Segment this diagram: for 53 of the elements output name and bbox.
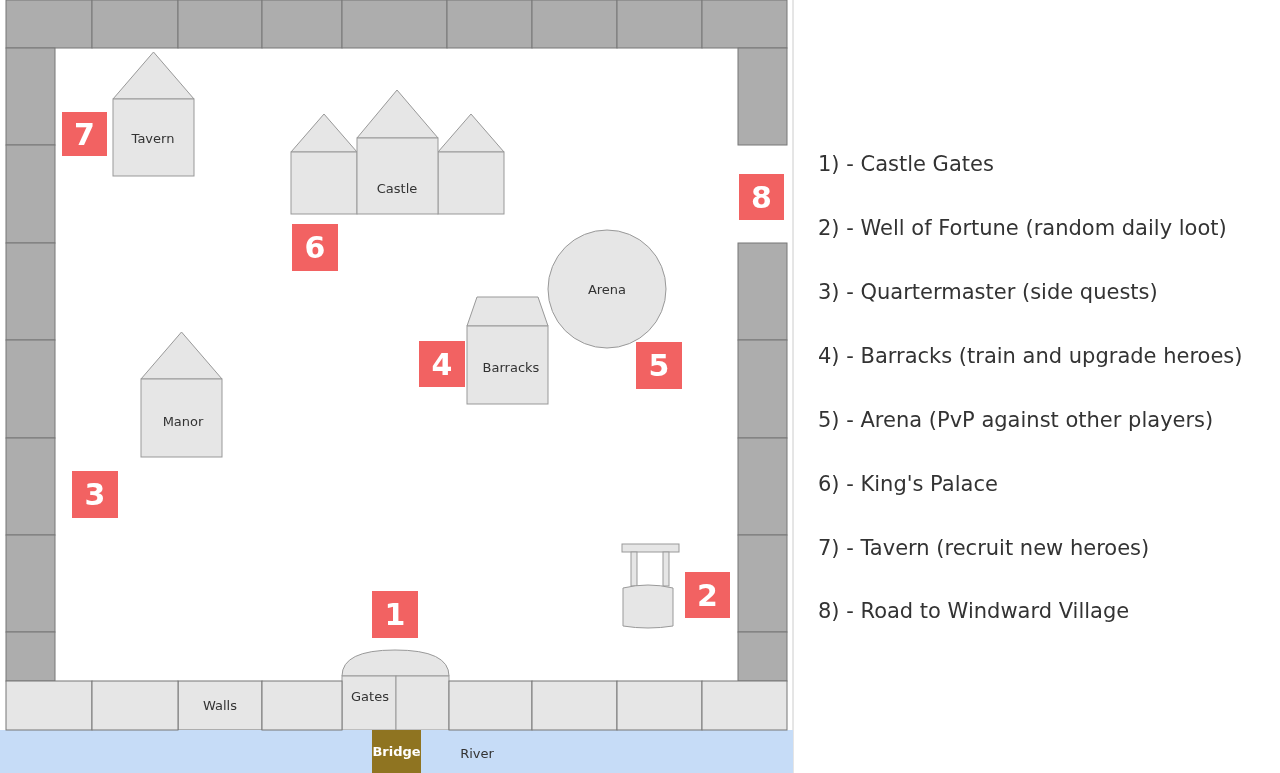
wall-segment bbox=[738, 535, 787, 632]
wall-segment bbox=[702, 0, 787, 48]
callout-number: 7 bbox=[62, 112, 107, 156]
wall-segment bbox=[617, 681, 702, 730]
wall-segment bbox=[178, 0, 262, 48]
wall-segment: Walls bbox=[178, 681, 262, 730]
key-entry: 8) - Road to Windward Village bbox=[818, 599, 1130, 623]
wall-segment bbox=[702, 681, 787, 730]
bridge-plank: Bridge bbox=[372, 730, 421, 773]
key-entry: 6) - King's Palace bbox=[818, 472, 998, 496]
wall-segment bbox=[92, 0, 178, 48]
callout-number: 3 bbox=[72, 471, 118, 518]
wall-segment bbox=[738, 48, 787, 145]
wall-segment bbox=[342, 0, 447, 48]
wall-segment bbox=[6, 0, 92, 48]
wall-segment bbox=[6, 243, 55, 340]
key-entry: 1) - Castle Gates bbox=[818, 152, 994, 176]
wall-segment bbox=[262, 681, 342, 730]
callout-number: 6 bbox=[292, 224, 338, 271]
wall-segment bbox=[6, 48, 55, 145]
wall-segment bbox=[6, 438, 55, 535]
river-band bbox=[0, 730, 793, 773]
wall-segment bbox=[447, 0, 532, 48]
callout-number: 5 bbox=[636, 342, 682, 389]
wall-segment bbox=[92, 681, 178, 730]
key-entry: 4) - Barracks (train and upgrade heroes) bbox=[818, 344, 1243, 368]
callout-number: 2 bbox=[685, 572, 730, 618]
wall-segment bbox=[262, 0, 342, 48]
wall-segment bbox=[6, 632, 55, 681]
wall-segment bbox=[738, 340, 787, 438]
gate-building: Gates bbox=[342, 650, 449, 730]
callout-number: 1 bbox=[372, 591, 418, 638]
wall-segment bbox=[6, 681, 92, 730]
wall-segment bbox=[532, 0, 617, 48]
wall-segment bbox=[6, 535, 55, 632]
wall-segment bbox=[738, 243, 787, 340]
callout-number: 8 bbox=[739, 174, 784, 220]
wall-segment bbox=[617, 0, 702, 48]
wall-segment bbox=[449, 681, 532, 730]
key-entry: 7) - Tavern (recruit new heroes) bbox=[818, 536, 1150, 560]
key-entry: 3) - Quartermaster (side quests) bbox=[818, 280, 1158, 304]
callout-number: 4 bbox=[419, 341, 465, 387]
arena-building: Arena bbox=[548, 230, 666, 348]
key-entry: 2) - Well of Fortune (random daily loot) bbox=[818, 216, 1227, 240]
wall-segment bbox=[738, 438, 787, 535]
castle-building: Castle bbox=[291, 90, 504, 214]
key-entry: 5) - Arena (PvP against other players) bbox=[818, 408, 1214, 432]
river-label: River bbox=[460, 745, 494, 761]
wall-segment bbox=[532, 681, 617, 730]
wall-segment bbox=[6, 145, 55, 243]
wall-segment bbox=[738, 632, 787, 681]
well-drawing bbox=[621, 544, 680, 630]
wall-segment bbox=[6, 340, 55, 438]
